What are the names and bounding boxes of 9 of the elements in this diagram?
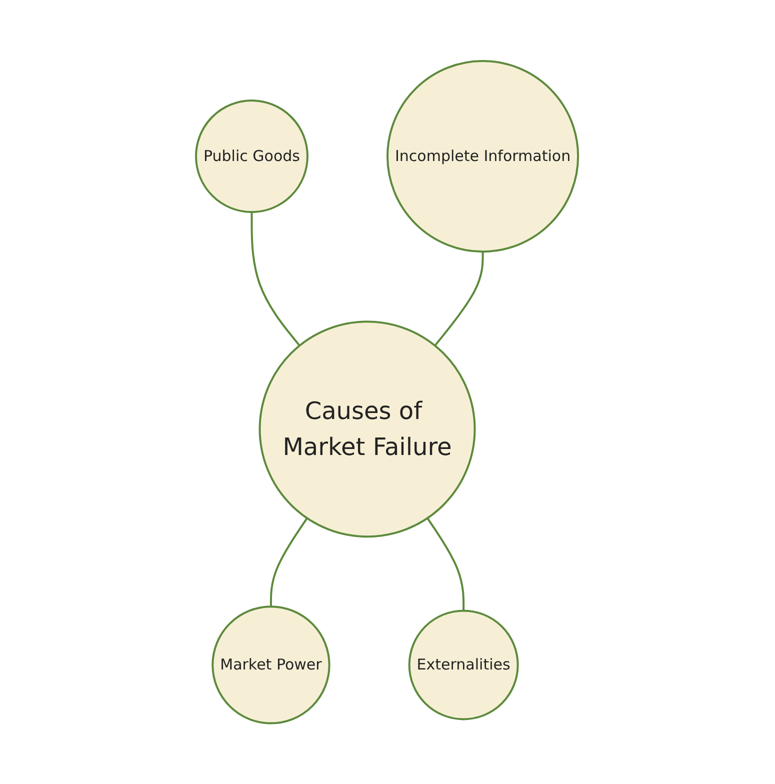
node-circle: Public Goods: [195, 99, 309, 213]
node-circle: Incomplete Information: [386, 60, 580, 252]
node-circle: Causes of Market Failure: [259, 320, 476, 538]
node-circle: Externalities: [408, 610, 520, 720]
connector: [427, 517, 465, 611]
connector: [251, 212, 301, 346]
node-circle: Market Power: [212, 605, 331, 724]
connector: [270, 517, 308, 606]
connector: [434, 251, 484, 346]
